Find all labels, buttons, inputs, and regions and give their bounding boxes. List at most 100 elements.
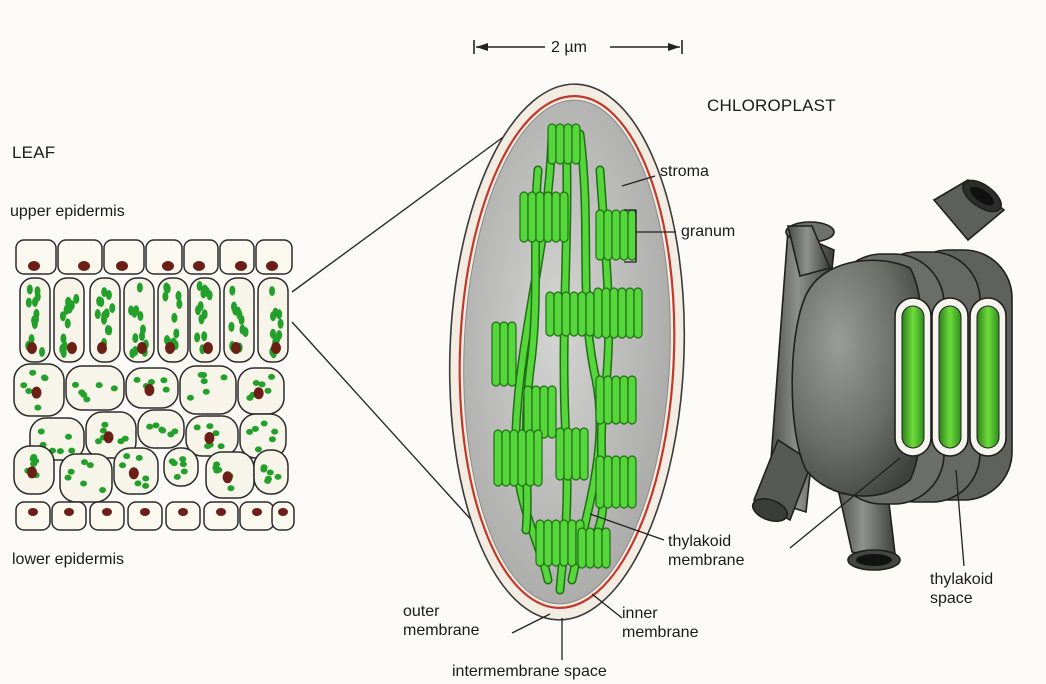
leaf-chloroplast — [260, 467, 267, 473]
nucleus — [252, 508, 262, 516]
leaf-chloroplast — [221, 374, 228, 380]
nucleus — [178, 508, 188, 516]
thylakoid — [612, 210, 620, 260]
nucleus — [97, 342, 107, 354]
thylakoid — [564, 124, 572, 164]
leaf-chloroplast — [268, 374, 275, 380]
leaf-chloroplast — [109, 303, 115, 313]
thylakoid-membrane-label: thylakoid membrane — [668, 532, 744, 570]
leaf-chloroplast — [194, 424, 201, 430]
leaf-chloroplast — [200, 288, 206, 298]
leaf-chloroplast — [194, 332, 200, 342]
nucleus — [27, 466, 37, 478]
leaf-chloroplast — [252, 426, 259, 432]
thylakoid — [540, 386, 548, 438]
nucleus — [204, 432, 214, 444]
nucleus — [231, 342, 241, 354]
thylakoid — [544, 520, 552, 566]
thylakoid — [528, 192, 536, 242]
leaf-chloroplast — [265, 476, 272, 482]
nucleus — [104, 431, 114, 443]
leaf-chloroplast — [200, 372, 207, 378]
leaf-chloroplast — [95, 309, 101, 319]
leaf-chloroplast — [96, 382, 103, 388]
intermembrane-space-label: intermembrane space — [452, 662, 607, 681]
leaf-chloroplast — [179, 456, 186, 462]
leaf-chloroplast — [153, 422, 160, 428]
thylakoid — [534, 430, 542, 486]
thylakoid — [628, 376, 636, 424]
leaf-chloroplast — [139, 331, 145, 341]
leaf-chloroplast — [215, 467, 222, 473]
thylakoid — [510, 430, 518, 486]
chloroplast-title: CHLOROPLAST — [707, 96, 836, 115]
thylakoid — [618, 288, 626, 338]
leaf-chloroplast — [246, 429, 253, 435]
nucleus — [27, 342, 37, 354]
leaf-chloroplast — [160, 377, 167, 383]
nucleus — [165, 342, 175, 354]
leaf-chloroplast — [123, 453, 130, 459]
thylakoid — [568, 520, 576, 566]
thylakoid — [536, 192, 544, 242]
leaf-chloroplast — [72, 382, 79, 388]
leaf-chloroplast — [158, 427, 165, 433]
leaf-chloroplast — [275, 474, 282, 480]
leaf-chloroplast — [201, 378, 208, 384]
leaf-chloroplast — [198, 301, 204, 311]
thylakoid — [596, 210, 604, 260]
thylakoid — [612, 376, 620, 424]
leaf-chloroplast — [34, 405, 41, 411]
leaf-chloroplast — [276, 330, 282, 340]
nucleus — [223, 471, 233, 483]
leaf-chloroplast — [111, 385, 118, 391]
thylakoid — [560, 192, 568, 242]
leaf-chloroplast — [146, 424, 153, 430]
thylakoid — [492, 322, 500, 386]
nucleus — [271, 342, 281, 354]
thylakoid — [556, 124, 564, 164]
thylakoid — [520, 192, 528, 242]
inner-membrane-label: inner membrane — [622, 604, 698, 642]
leaf-chloroplast — [35, 292, 41, 302]
leaf-chloroplast — [261, 420, 268, 426]
thylakoid — [594, 528, 602, 568]
nucleus — [64, 508, 74, 516]
leaf-chloroplast — [20, 382, 27, 388]
leaf-chloroplast — [98, 297, 104, 307]
leaf-chloroplast — [87, 462, 94, 468]
thylakoid — [556, 428, 564, 480]
thylakoid — [602, 288, 610, 338]
thylakoid — [572, 124, 580, 164]
leaf-chloroplast — [173, 328, 179, 338]
leaf-chloroplast — [33, 314, 39, 324]
nucleus — [278, 508, 288, 516]
thylakoid — [620, 456, 628, 508]
thylakoid — [552, 520, 560, 566]
nucleus — [235, 261, 247, 271]
thylakoid — [604, 210, 612, 260]
leaf-chloroplast — [81, 459, 88, 465]
stroma-label: stroma — [660, 162, 709, 181]
thylakoid — [544, 192, 552, 242]
leaf-chloroplast — [119, 462, 126, 468]
thylakoid — [526, 430, 534, 486]
leaf-chloroplast — [65, 475, 72, 481]
leaf-chloroplast — [25, 388, 32, 394]
nucleus — [137, 342, 147, 354]
leaf-chloroplast — [218, 443, 225, 449]
leaf-chloroplast — [101, 422, 108, 428]
leaf-chloroplast — [167, 431, 174, 437]
nucleus — [67, 342, 77, 354]
leaf-chloroplast — [264, 388, 271, 394]
leaf-chloroplast — [181, 469, 188, 475]
outer-membrane-label: outer membrane — [403, 602, 479, 640]
thylakoid — [604, 456, 612, 508]
thylakoid — [564, 428, 572, 480]
leaf-chloroplast — [128, 305, 134, 315]
leaf-chloroplast — [39, 347, 45, 357]
nucleus — [144, 384, 154, 396]
thylakoid — [628, 210, 636, 260]
leaf-chloroplast — [142, 476, 149, 482]
